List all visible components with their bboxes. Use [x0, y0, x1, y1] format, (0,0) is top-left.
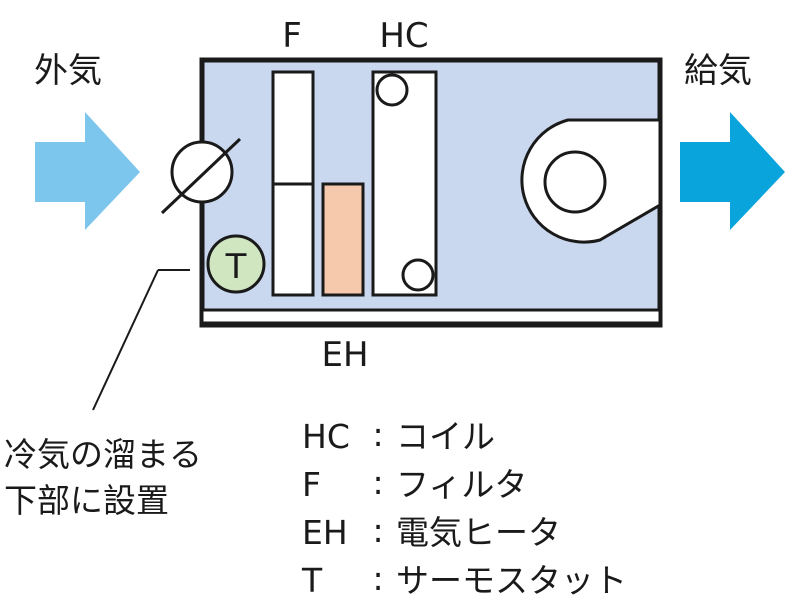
legend-code: F	[302, 465, 321, 504]
note-leader-line-diagonal	[92, 269, 159, 411]
electric-heater-label: EH	[321, 335, 368, 375]
legend-code: EH	[302, 513, 348, 552]
legend-description: フィルタ	[396, 465, 527, 504]
note-line-2: 下部に設置	[4, 481, 169, 520]
legend-separator: :	[372, 511, 383, 550]
legend-description: 電気ヒータ	[396, 513, 561, 552]
coil-header-bottom	[401, 258, 435, 292]
legend-separator: :	[372, 463, 383, 502]
bottom-strip	[200, 308, 662, 325]
filter-label: F	[282, 16, 302, 56]
legend-separator: :	[372, 559, 383, 598]
legend: HC : コイル F : フィルタ EH : 電気ヒータ T : サーモスタット	[301, 415, 627, 600]
supply-air-label: 給気	[684, 51, 752, 91]
thermostat-symbol: T	[225, 247, 247, 287]
note-line-1: 冷気の溜まる	[4, 435, 202, 474]
legend-description: コイル	[396, 417, 495, 456]
fan-impeller-icon	[543, 150, 607, 214]
damper-slash	[160, 137, 242, 215]
coil-header-top	[375, 73, 409, 107]
outside-air-label: 外気	[34, 51, 102, 91]
supply-air-arrow	[680, 112, 785, 230]
thermostat-icon	[206, 234, 266, 294]
electric-heater-block	[321, 182, 365, 297]
legend-separator: :	[372, 415, 383, 454]
legend-code: T	[301, 561, 323, 600]
heating-coil-panel	[371, 70, 438, 297]
outside-air-arrow	[35, 112, 140, 230]
heating-coil-label: HC	[379, 16, 428, 56]
legend-description: サーモスタット	[396, 561, 627, 600]
legend-code: HC	[302, 417, 350, 456]
damper-icon	[170, 140, 234, 204]
